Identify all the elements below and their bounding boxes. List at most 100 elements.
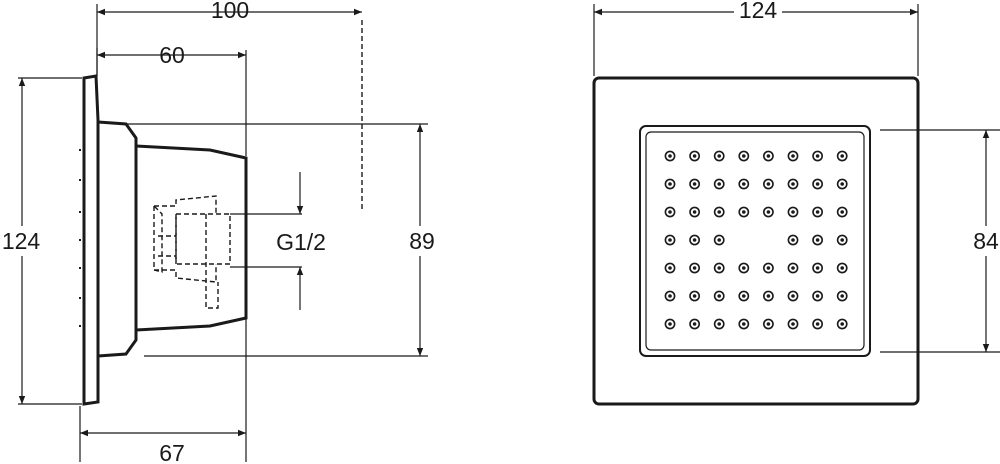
- nozzle: [713, 234, 725, 246]
- nozzle-center: [766, 294, 771, 298]
- nozzle-center: [668, 210, 672, 214]
- nozzle-center: [668, 154, 672, 158]
- nozzle-center: [815, 182, 820, 186]
- nozzle-center: [791, 238, 795, 242]
- nozzle-center: [668, 322, 672, 326]
- nozzle: [738, 178, 750, 190]
- dim-height: 124: [2, 228, 41, 254]
- nozzle-center: [840, 210, 844, 214]
- front-outer-plate: [592, 76, 920, 406]
- nozzle: [689, 234, 700, 246]
- nozzle: [812, 178, 823, 190]
- nozzle-center: [815, 210, 820, 214]
- dim-base-depth: 67: [159, 440, 185, 464]
- nozzle: [738, 290, 750, 302]
- nozzle: [763, 318, 774, 330]
- nozzle-center: [791, 182, 795, 186]
- nozzle-center: [766, 266, 771, 270]
- nozzle-center: [668, 294, 672, 298]
- nozzle-center: [840, 266, 844, 270]
- nozzle: [713, 262, 725, 274]
- nozzle-center: [717, 154, 721, 158]
- nozzle-center: [791, 294, 795, 298]
- nozzle: [763, 206, 774, 218]
- front-spray-face: [639, 125, 871, 357]
- nozzle: [787, 318, 799, 330]
- nozzle: [664, 206, 676, 218]
- nozzle-center: [717, 210, 721, 214]
- nozzle: [713, 150, 725, 162]
- nozzle-center: [717, 182, 721, 186]
- nozzle: [689, 206, 700, 218]
- nozzle: [763, 178, 774, 190]
- nozzle-center: [742, 182, 746, 186]
- nozzle: [738, 150, 750, 162]
- nozzle: [664, 318, 676, 330]
- nozzle: [664, 290, 676, 302]
- nozzle: [812, 262, 823, 274]
- nozzle: [787, 234, 799, 246]
- nozzle: [738, 206, 750, 218]
- nozzle: [713, 318, 725, 330]
- dim-front-inner-height: 84: [973, 228, 999, 254]
- nozzle: [812, 290, 823, 302]
- side-faceplate: [82, 74, 100, 406]
- nozzle: [836, 318, 848, 330]
- nozzle-center: [815, 294, 820, 298]
- nozzle: [689, 178, 700, 190]
- nozzle-center: [692, 182, 697, 186]
- nozzle-center: [840, 182, 844, 186]
- nozzle-center: [742, 322, 746, 326]
- nozzle: [787, 206, 799, 218]
- nozzle: [689, 318, 700, 330]
- nozzle-center: [815, 266, 820, 270]
- nozzle: [713, 178, 725, 190]
- nozzle: [713, 290, 725, 302]
- nozzle-center: [692, 294, 697, 298]
- nozzle-center: [692, 322, 697, 326]
- nozzle-center: [668, 266, 672, 270]
- nozzle-center: [717, 294, 721, 298]
- dim-body-height: 89: [409, 228, 435, 254]
- nozzle: [812, 234, 823, 246]
- dim-front-width: 124: [739, 0, 778, 23]
- nozzle: [812, 206, 823, 218]
- side-view: G1/2 100 60 124 89 67: [0, 0, 438, 464]
- nozzle-center: [742, 294, 746, 298]
- front-view: 124 84: [592, 0, 1000, 406]
- nozzle-center: [766, 154, 771, 158]
- nozzle-center: [815, 238, 820, 242]
- nozzle-center: [692, 238, 697, 242]
- nozzle: [763, 290, 774, 302]
- nozzle: [812, 318, 823, 330]
- nozzle-center: [766, 322, 771, 326]
- nozzle: [664, 262, 676, 274]
- nozzle: [787, 290, 799, 302]
- nozzle-center: [840, 294, 844, 298]
- nozzle: [664, 150, 676, 162]
- nozzle-center: [717, 266, 721, 270]
- nozzle: [836, 206, 848, 218]
- side-housing: [135, 144, 248, 332]
- nozzle-center: [815, 322, 820, 326]
- nozzle-center: [668, 238, 672, 242]
- nozzle: [738, 318, 750, 330]
- nozzle: [689, 150, 700, 162]
- nozzle: [664, 234, 676, 246]
- nozzle: [836, 262, 848, 274]
- nozzle-center: [815, 154, 820, 158]
- nozzle-center: [742, 266, 746, 270]
- nozzle: [738, 262, 750, 274]
- nozzle: [812, 150, 823, 162]
- dim-overall-depth: 100: [211, 0, 249, 23]
- nozzle: [836, 290, 848, 302]
- nozzle: [689, 262, 700, 274]
- nozzle-center: [692, 210, 697, 214]
- nozzle-center: [742, 210, 746, 214]
- nozzle: [836, 234, 848, 246]
- nozzle-center: [791, 266, 795, 270]
- nozzle: [689, 290, 700, 302]
- nozzle: [763, 150, 774, 162]
